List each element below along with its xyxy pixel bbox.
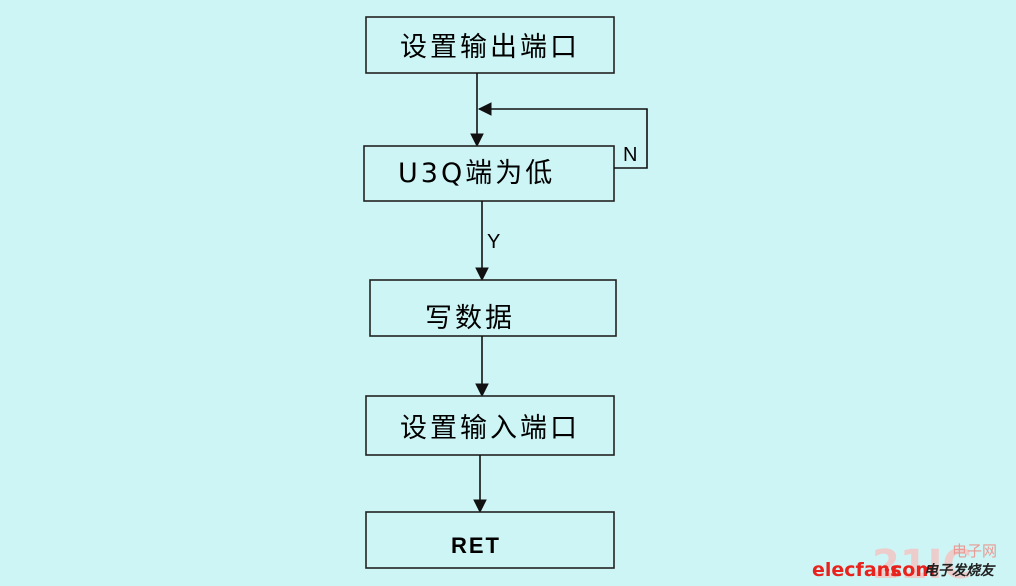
watermark-logo: 21IC 电子网 elecfans com 电子发烧友: [812, 542, 997, 586]
node-set-output-port-label: 设置输出端口: [400, 32, 580, 63]
node-u3q-low-decision: U3Q端为低: [363, 145, 615, 202]
watermark-dot: [884, 567, 890, 573]
watermark-number: 21IC: [872, 542, 972, 586]
edge-check-to-write-yes: Y: [475, 201, 500, 282]
watermark-cn-top: 电子网: [952, 542, 997, 560]
node-u3q-low-label: U3Q端为低: [398, 158, 555, 189]
node-set-input-port: 设置输入端口: [365, 395, 615, 456]
edge-label-yes: Y: [487, 231, 500, 253]
edge-write-to-set-input: [475, 336, 489, 398]
watermark-cn-bottom: 电子发烧友: [924, 562, 996, 579]
edge-loop-no: N: [477, 102, 648, 169]
watermark-dotcom: com: [891, 559, 935, 581]
node-set-output-port: 设置输出端口: [365, 16, 615, 74]
node-write-data-label: 写数据: [425, 303, 515, 334]
node-ret: RET: [365, 511, 615, 569]
edge-set-output-to-check: [470, 73, 484, 148]
edge-label-no: N: [623, 144, 637, 166]
node-write-data: 写数据: [369, 279, 617, 337]
node-ret-label: RET: [451, 533, 501, 558]
node-set-input-port-label: 设置输入端口: [400, 413, 580, 444]
watermark-site-name: elecfans: [812, 559, 901, 581]
edge-set-input-to-ret: [473, 455, 487, 514]
